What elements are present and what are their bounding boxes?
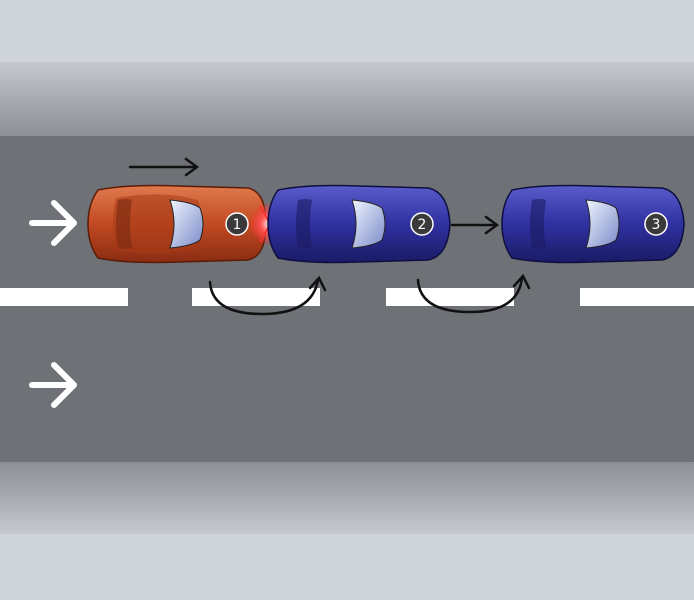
motion-arrow-icon [450, 215, 500, 235]
arrow-right-icon [29, 362, 77, 408]
lane-marking [192, 288, 320, 306]
car-2: 2 [267, 184, 451, 264]
motion-arrow-icon [128, 157, 200, 177]
car-3-label: 3 [652, 217, 661, 233]
car-2-label: 2 [418, 217, 427, 233]
curved-arrow-icon [208, 275, 327, 316]
car-3: 3 [501, 184, 685, 264]
lane-divider [0, 288, 694, 306]
sidewalk-top [0, 62, 694, 136]
car-2-badge [410, 212, 434, 236]
car-1: 1 [87, 184, 267, 264]
car-1-label: 1 [233, 217, 242, 233]
lane-marking [580, 288, 694, 306]
lane-marking [386, 288, 514, 306]
curved-arrow-icon [416, 273, 531, 314]
lane-marking [0, 288, 128, 306]
car-3-badge [644, 212, 668, 236]
sidewalk-bottom [0, 462, 694, 534]
arrow-right-icon [29, 200, 77, 246]
